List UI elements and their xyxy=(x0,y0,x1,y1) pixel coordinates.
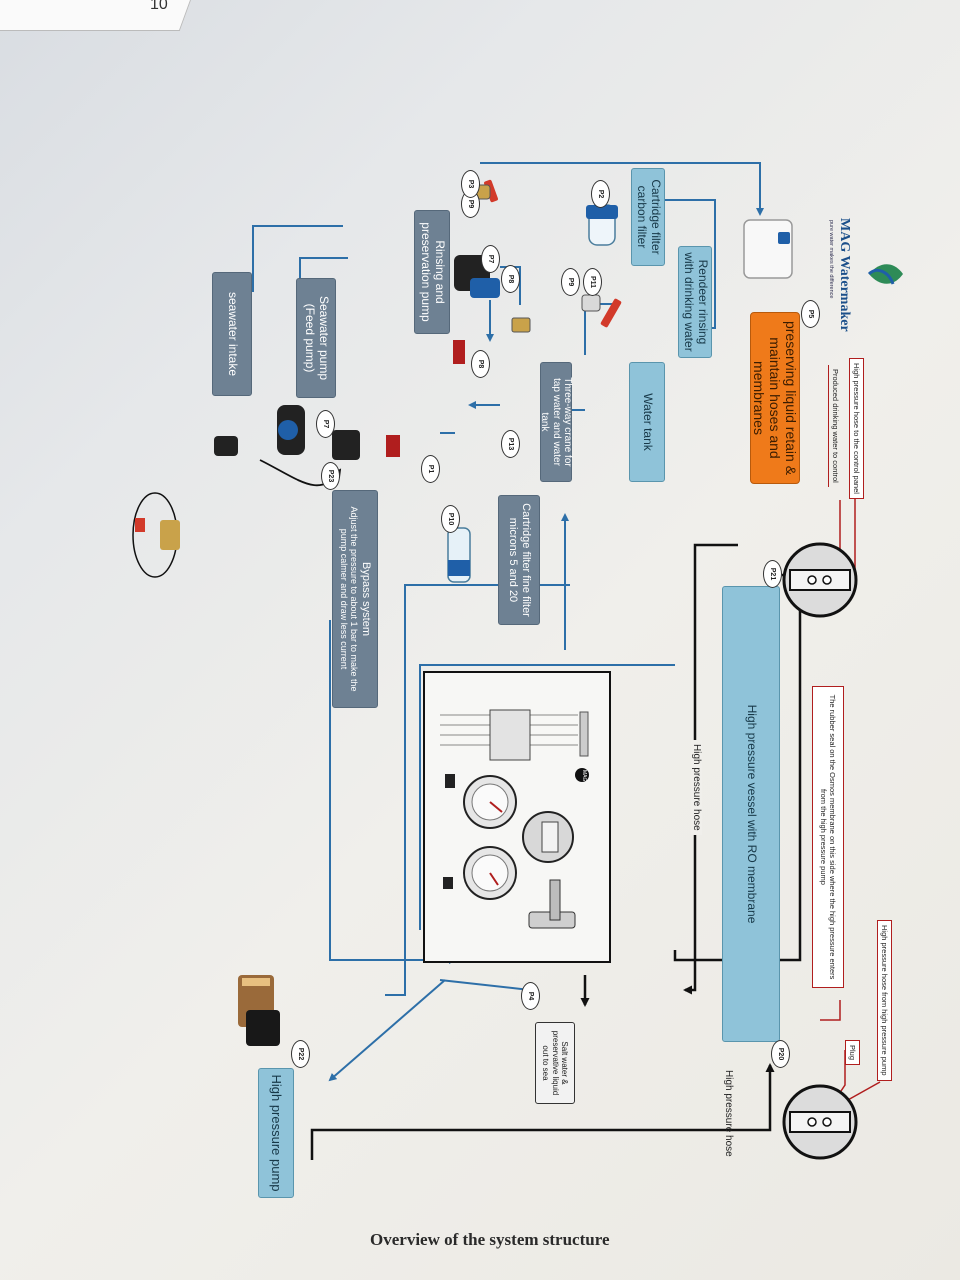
control-panel xyxy=(423,671,611,963)
tag-p1: P1 xyxy=(421,455,440,483)
membrane-flange-top xyxy=(782,542,858,618)
box-high-pressure-pump: High pressure pump xyxy=(258,1068,294,1198)
box-rinsing-pump: Rinsing and preservation pump xyxy=(414,210,450,334)
label-hp-hose-from-pump: High pressure hose from high pressure pu… xyxy=(877,920,892,1081)
box-bypass: Bypass system Adjust the pressure to abo… xyxy=(332,490,378,708)
membrane-flange-bottom xyxy=(782,1084,858,1160)
label-hp-hose-top: High pressure hose xyxy=(691,740,702,835)
tag-p22: P22 xyxy=(291,1040,310,1068)
tag-p8b: P8 xyxy=(471,350,490,378)
mag-logo xyxy=(835,232,905,302)
label-produced-water: Produced drinking water to control xyxy=(828,365,842,487)
tag-p10: P10 xyxy=(441,505,460,533)
bypass-text: Adjust the pressure to about 1 bar to ma… xyxy=(338,506,360,692)
tag-p3: P3 xyxy=(461,170,480,198)
label-rubber-seal: The rubber seal on the Osmos membrane on… xyxy=(812,686,844,988)
leaf-icon xyxy=(867,264,903,285)
tag-p20: P20 xyxy=(771,1040,790,1068)
hp-pump-photo xyxy=(238,975,280,1046)
label-plug: Plug xyxy=(845,1040,860,1066)
logo-brand: MAG Watermaker xyxy=(837,218,852,332)
label-hp-hose-bottom: High pressure hose xyxy=(723,1070,734,1157)
tag-p9a: P9 xyxy=(561,268,580,296)
tag-p7b: P7 xyxy=(316,410,335,438)
box-three-way-crane: Three-way crane for tap water and water … xyxy=(539,362,573,482)
panel-logo-dot xyxy=(575,768,589,782)
label-hp-hose-control: High pressure hose to the control panel xyxy=(849,358,864,499)
box-seawater-pump: Seawater pump (Feed pump) xyxy=(296,278,336,398)
box-cartridge-fine: Cartridge filter fine filter microns 5 a… xyxy=(498,495,540,625)
box-salt-water: Salt water & preservative liquid out to … xyxy=(535,1022,575,1104)
box-water-tank: Water tank xyxy=(629,362,665,482)
box-hp-vessel: High pressure vessel with RO membrane xyxy=(722,586,780,1042)
preservation-canister xyxy=(743,219,793,279)
box-preserving-liquid: preserving liquid retain & maintain hose… xyxy=(750,312,800,484)
corner-page-number: 10 xyxy=(150,0,168,13)
tag-p5: P5 xyxy=(801,300,820,328)
box-seawater-intake: seawater intake xyxy=(212,272,252,396)
box-cartridge-carbon: Cartridge filter carbon filter xyxy=(631,168,665,266)
tag-p21: P21 xyxy=(763,560,782,588)
tag-p7a: P7 xyxy=(481,245,500,273)
box-rinsing-drinking-water: Rendeer rinsing with drinking water xyxy=(678,246,712,358)
bypass-title: Bypass system xyxy=(359,562,372,636)
document-title: Overview of the system structure xyxy=(370,1230,610,1249)
logo-tagline: pure water makes the difference xyxy=(828,220,834,299)
bypass-inset-photo xyxy=(132,492,180,578)
panel-brand-mark: MAG xyxy=(581,770,587,782)
tag-p13: P13 xyxy=(501,430,520,458)
carbon-filter-housing xyxy=(586,204,618,246)
tag-p2: P2 xyxy=(591,180,610,208)
feed-pump-parts xyxy=(214,405,400,460)
tag-p23: P23 xyxy=(321,462,340,490)
rubber-seal-text: The rubber seal on the Osmos membrane on… xyxy=(819,694,837,980)
tag-p8a: P8 xyxy=(501,265,520,293)
tag-p4: P4 xyxy=(521,982,540,1010)
tag-p11: P11 xyxy=(583,268,602,296)
